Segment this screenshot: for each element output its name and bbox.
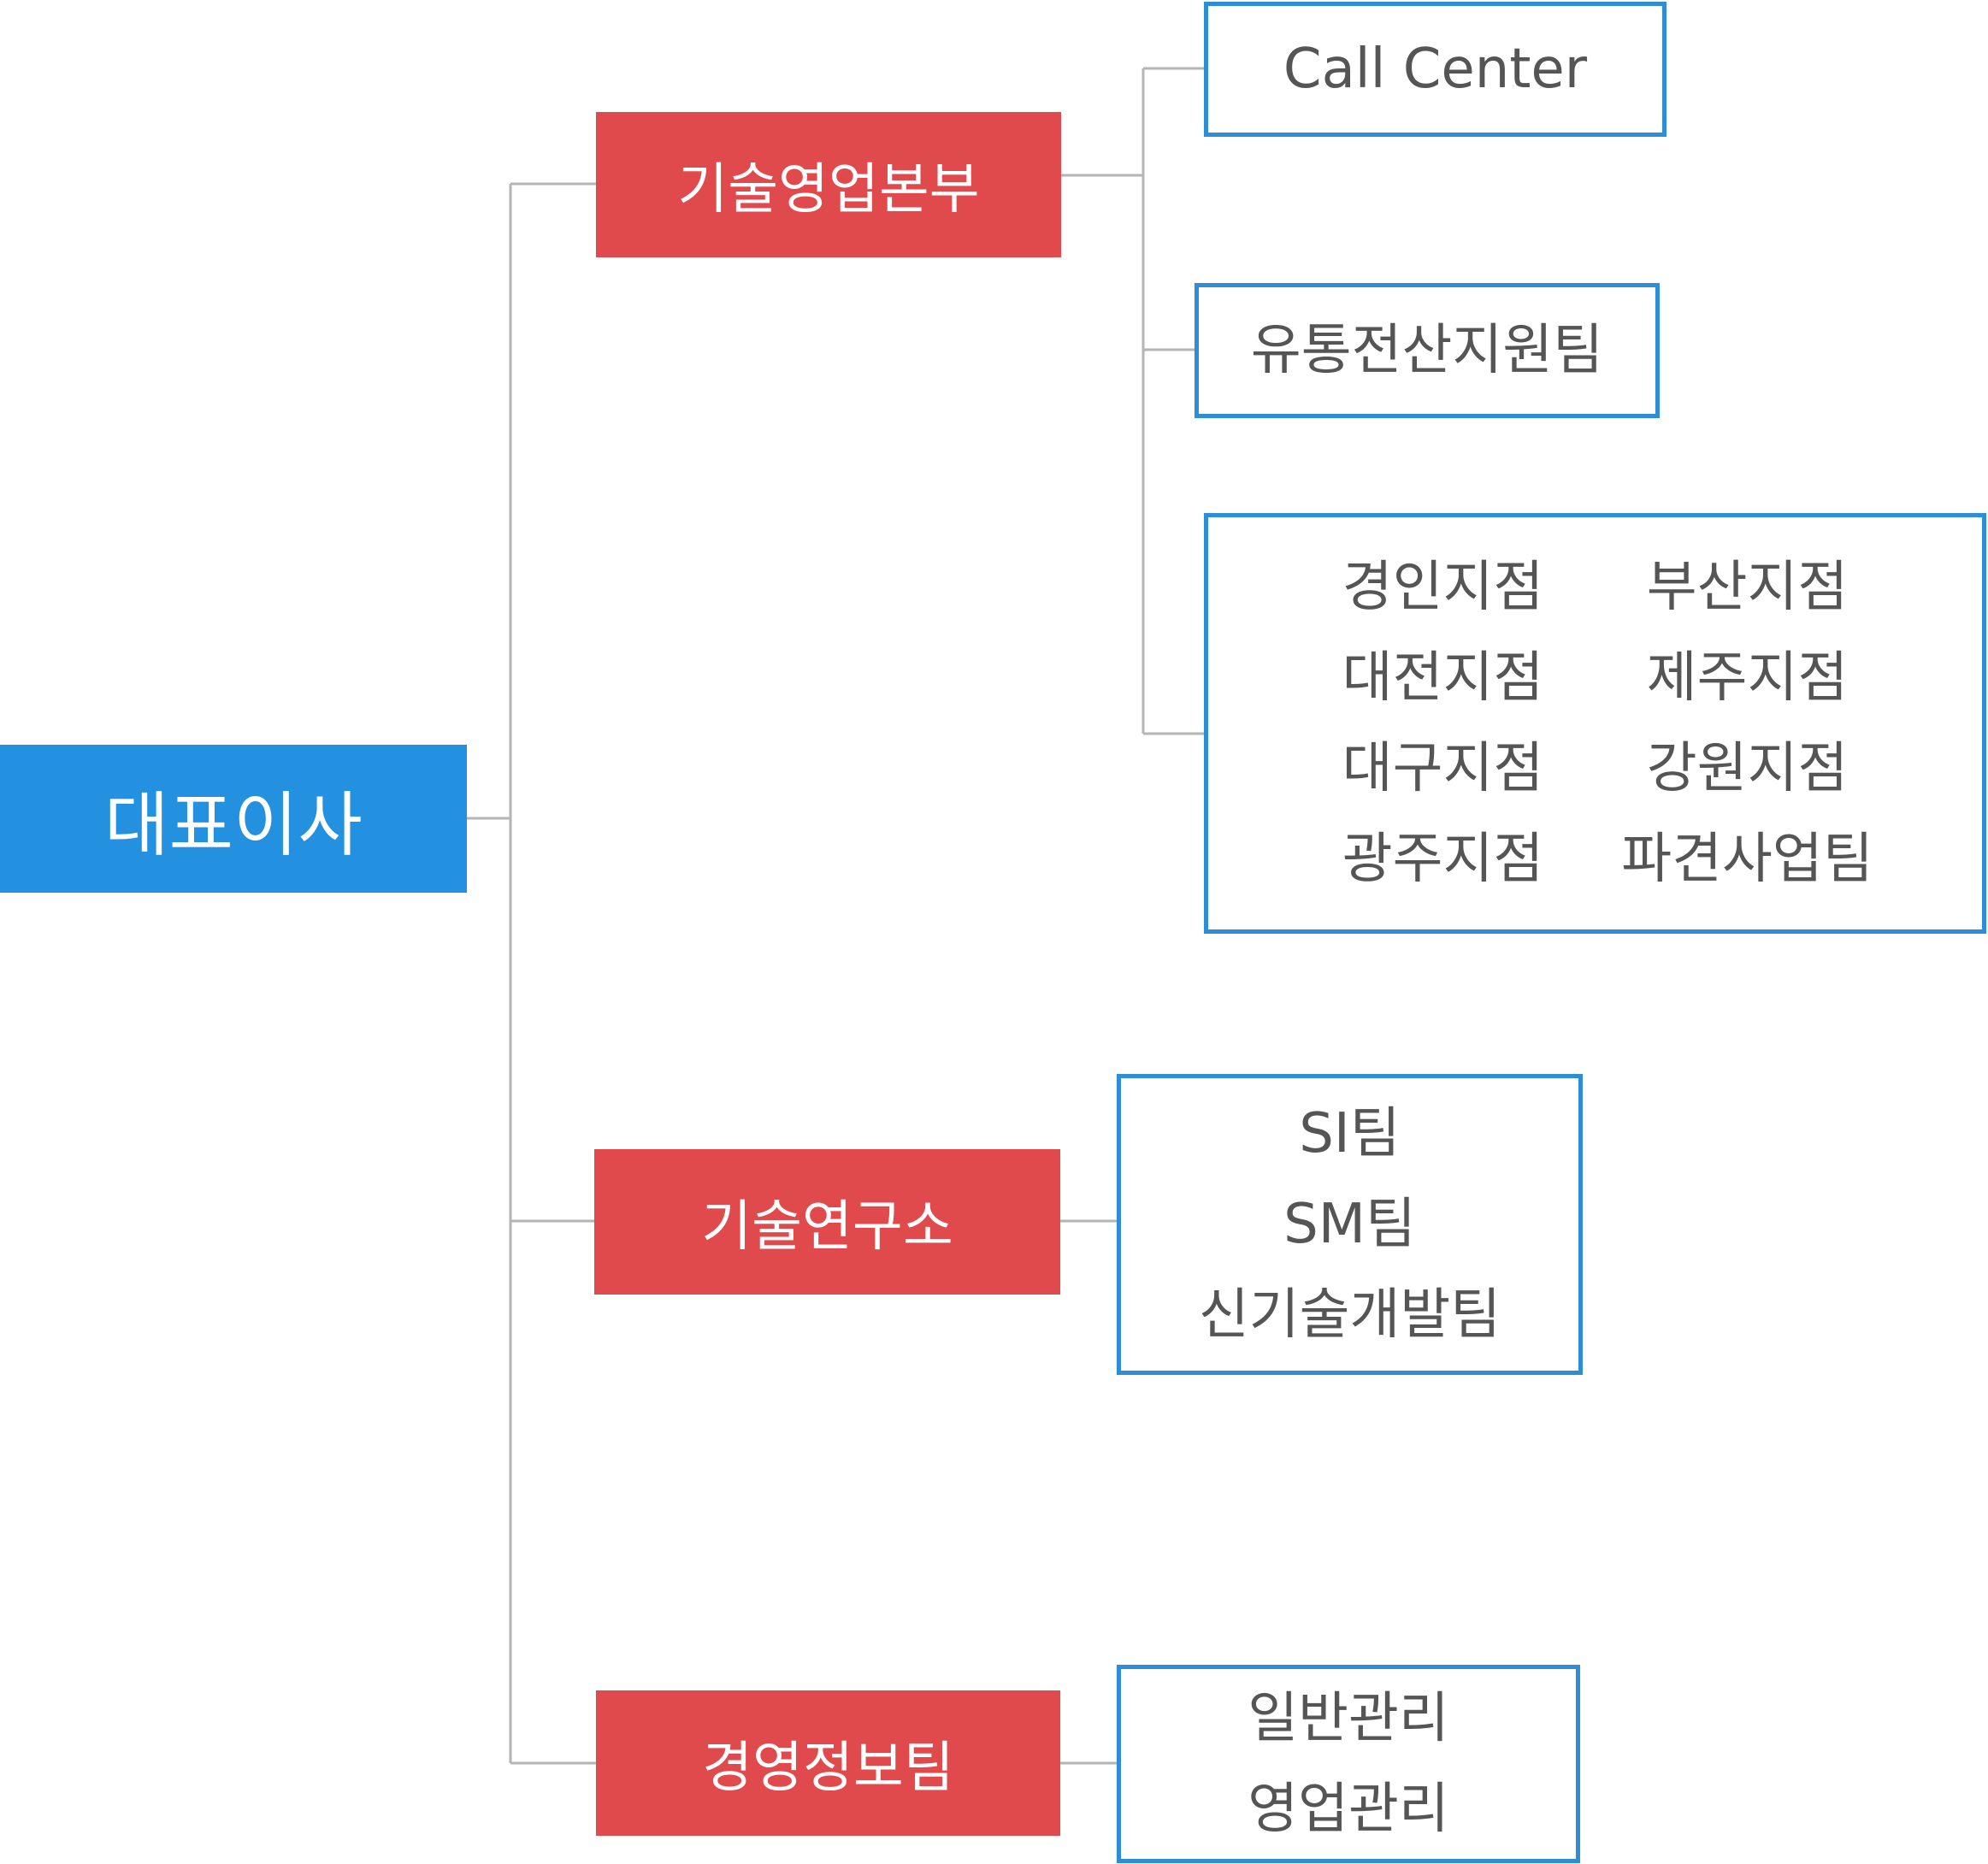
- branch-item: 제주지점: [1646, 646, 1849, 710]
- team-label: 일반관리: [1248, 1687, 1449, 1750]
- team-distribution-it-support: 유통전산지원팀: [1195, 283, 1660, 418]
- branch-item: 강원지점: [1646, 737, 1849, 800]
- branch-item: 경인지점: [1342, 556, 1544, 619]
- team-lab-teams: SI팀 SM팀 신기술개발팀: [1117, 1074, 1583, 1375]
- branch-item: 부산지점: [1646, 556, 1849, 619]
- division-tech-lab: 기술연구소: [594, 1149, 1060, 1295]
- team-label: SI팀: [1299, 1102, 1401, 1165]
- branch-grid: 경인지점 부산지점 대전지점 제주지점 대구지점 강원지점 광주지점 파견사업팀: [1315, 542, 1876, 905]
- division-tech-sales: 기술영업본부: [596, 112, 1061, 257]
- team-label: Call Center: [1283, 38, 1588, 101]
- division-label: 경영정보팀: [702, 1737, 954, 1800]
- branch-item: 광주지점: [1342, 828, 1544, 891]
- branch-item: 파견사업팀: [1621, 828, 1873, 891]
- team-mgmt-teams: 일반관리 영업관리: [1117, 1665, 1580, 1863]
- team-label: SM팀: [1283, 1193, 1416, 1256]
- division-mgmt-info: 경영정보팀: [596, 1690, 1060, 1836]
- ceo-node: 대표이사: [0, 745, 467, 893]
- branch-item: 대구지점: [1342, 737, 1544, 800]
- branch-item: 대전지점: [1342, 646, 1544, 710]
- team-label: 영업관리: [1248, 1778, 1449, 1841]
- team-branches: 경인지점 부산지점 대전지점 제주지점 대구지점 강원지점 광주지점 파견사업팀: [1204, 513, 1986, 934]
- team-label: 신기술개발팀: [1198, 1283, 1501, 1347]
- ceo-label: 대표이사: [104, 785, 363, 866]
- division-label: 기술영업본부: [677, 158, 980, 221]
- team-label: 유통전산지원팀: [1250, 319, 1604, 382]
- team-call-center: Call Center: [1204, 2, 1666, 137]
- division-label: 기술연구소: [701, 1195, 953, 1259]
